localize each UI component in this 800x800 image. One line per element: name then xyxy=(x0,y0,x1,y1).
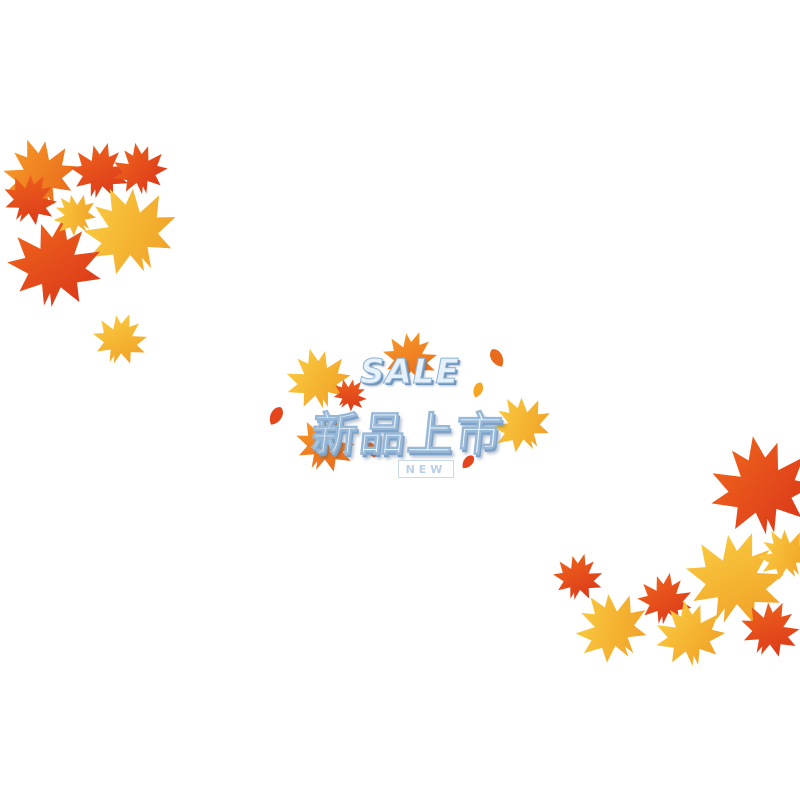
promo-title: 新品上市 xyxy=(308,407,507,462)
leaf-cluster-top-left xyxy=(0,126,191,373)
maple-leaf-icon xyxy=(548,547,609,606)
sale-label: SALE xyxy=(360,352,460,393)
maple-leaf-icon xyxy=(0,209,111,315)
new-badge: NEW xyxy=(398,460,454,478)
maple-leaf-icon xyxy=(85,304,156,373)
leaf-cluster-bottom-right xyxy=(548,427,800,677)
maple-leaf-icon xyxy=(701,427,800,543)
